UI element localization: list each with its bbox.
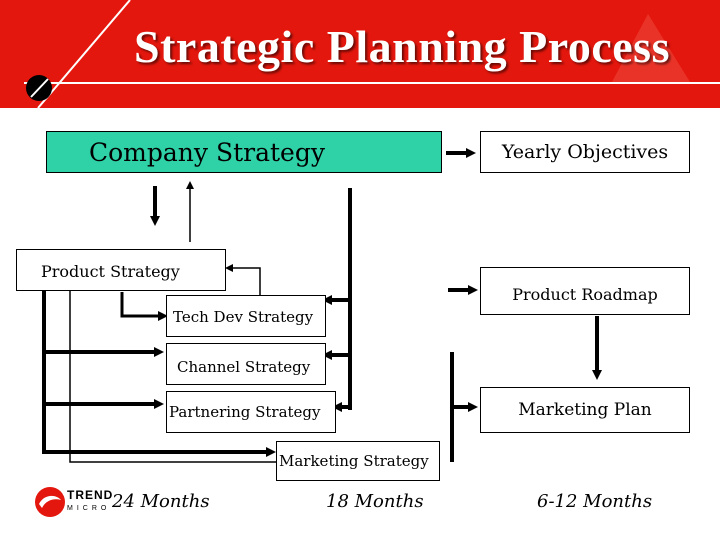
marketing-plan-label: Marketing Plan bbox=[518, 400, 652, 420]
bullet-circle-icon bbox=[26, 75, 52, 101]
company-strategy-box: Company Strategy bbox=[46, 131, 442, 173]
trend-micro-logo-icon bbox=[35, 487, 65, 517]
yearly-objectives-box: Yearly Objectives bbox=[480, 131, 690, 173]
partnering-strategy-box: Partnering Strategy bbox=[166, 391, 336, 433]
marketing-strategy-box: Marketing Strategy bbox=[276, 441, 440, 481]
product-roadmap-label: Product Roadmap bbox=[512, 284, 658, 304]
yearly-objectives-label: Yearly Objectives bbox=[501, 141, 669, 163]
company-strategy-label: Company Strategy bbox=[89, 137, 325, 167]
page-title: Strategic Planning Process bbox=[134, 21, 670, 72]
title-banner bbox=[0, 0, 720, 108]
tech-dev-strategy-box: Tech Dev Strategy bbox=[166, 295, 326, 337]
channel-strategy-label: Channel Strategy bbox=[177, 358, 311, 376]
arrow-product-to-techdev bbox=[120, 292, 168, 321]
timeline-6-12-months: 6-12 Months bbox=[537, 491, 653, 512]
tech-dev-strategy-label: Tech Dev Strategy bbox=[173, 308, 314, 326]
banner-decoration bbox=[37, 0, 690, 108]
marketing-plan-box: Marketing Plan bbox=[480, 387, 690, 433]
product-roadmap-box: Product Roadmap bbox=[480, 267, 690, 315]
logo-wordmark: TREND MICRO bbox=[67, 488, 114, 513]
product-strategy-label: Product Strategy bbox=[41, 262, 180, 281]
marketing-strategy-label: Marketing Strategy bbox=[279, 452, 429, 470]
timeline-18-months: 18 Months bbox=[326, 491, 424, 512]
channel-strategy-box: Channel Strategy bbox=[166, 343, 326, 385]
product-strategy-box: Product Strategy bbox=[16, 249, 226, 291]
partnering-strategy-label: Partnering Strategy bbox=[169, 403, 321, 421]
timeline-24-months: 24 Months bbox=[112, 491, 210, 512]
feedback-marketing-to-product bbox=[66, 275, 276, 463]
banner-rule bbox=[24, 82, 720, 84]
spine-left bbox=[42, 290, 276, 457]
